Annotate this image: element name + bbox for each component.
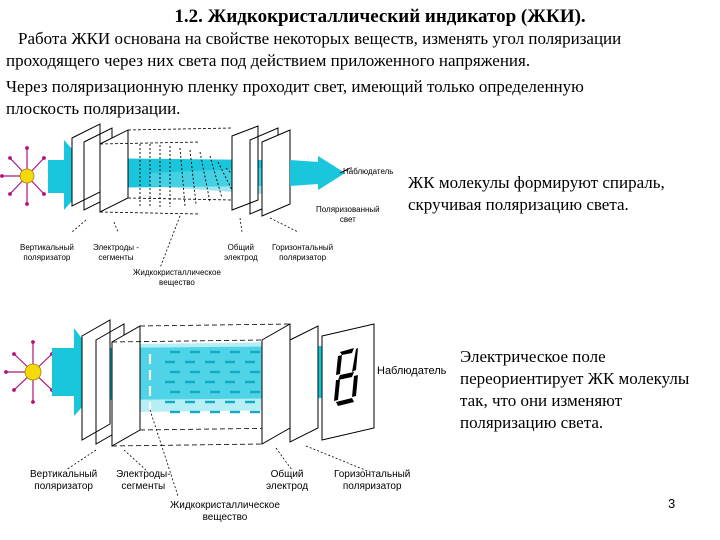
segment-electrodes-plate (111, 325, 141, 447)
liquid-crystal-label-2: Жидкокристаллическое вещество (170, 500, 280, 523)
horizontal-polarizer-label-1: Горизонтальный поляризатор (272, 243, 334, 262)
electrodes-segments-label-2: Электроды- сегменты (116, 469, 171, 492)
lamp-icon (24, 363, 42, 381)
page-number: 3 (668, 496, 676, 511)
light-source (4, 340, 54, 404)
lamp-icon (19, 168, 35, 184)
liquid-crystal-label-1: Жидкокристаллическое вещество (133, 268, 221, 287)
intro-line-1: Работа ЖКИ основана на свойстве некоторы… (18, 29, 622, 48)
common-electrode-plate (261, 323, 291, 445)
horizontal-polarizer-plate (261, 129, 291, 217)
intro-line-3: Через поляризационную пленку проходит св… (6, 77, 584, 96)
caption-field: Электрическое поле переориентирует ЖК мо… (460, 347, 690, 432)
intro-line-2: проходящего через них света под действие… (6, 51, 531, 70)
polarized-light-label: Поляризованный свет (316, 205, 380, 224)
seven-segment-digit-icon (334, 348, 358, 406)
common-electrode-label-2: Общий электрод (266, 469, 309, 492)
caption-twist: ЖК молекулы формируют спираль, скручивая… (408, 173, 665, 214)
vertical-polarizer-label-2: Вертикальный поляризатор (30, 469, 98, 492)
liquid-crystal-volume (140, 342, 290, 412)
display-screen (321, 323, 375, 441)
observer-label-2: Наблюдатель (377, 365, 447, 377)
lcd-diagram-twisted (0, 123, 352, 269)
lcd-diagram-field (4, 319, 375, 497)
observer-label-1: Наблюдатель (343, 167, 394, 176)
light-source (0, 146, 46, 206)
common-electrode-plate (231, 125, 259, 211)
electrodes-segments-label-1: Электроды - сегменты (93, 243, 139, 262)
vertical-polarizer-label-1: Вертикальный поляризатор (20, 243, 74, 262)
slide-title: 1.2. Жидкокристаллический индикатор (ЖКИ… (174, 6, 586, 27)
horizontal-polarizer-plate (289, 325, 319, 443)
horizontal-polarizer-label-2: Горизонтальный поляризатор (334, 469, 411, 492)
intro-line-4: плоскость поляризации. (6, 99, 181, 118)
common-electrode-label-1: Общий электрод (224, 243, 258, 262)
